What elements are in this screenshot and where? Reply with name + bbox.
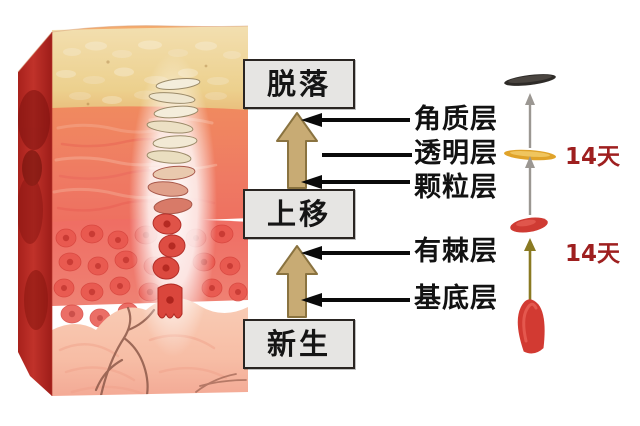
pointer-line-stratum-granulosum <box>301 175 410 189</box>
skin-cross-section-svg <box>17 25 249 396</box>
migration-arrow-lower <box>276 245 318 318</box>
duration-label-upper: 14天 <box>565 144 621 170</box>
block-side-face <box>18 32 52 396</box>
timeline-cell-basal <box>517 299 545 354</box>
blood-vessel-secondary <box>195 373 247 393</box>
layer-label-stratum-granulosum: 颗粒层 <box>414 172 498 203</box>
process-box-shedding-label: 脱落 <box>266 66 331 101</box>
duration-label-lower: 14天 <box>565 241 621 267</box>
pointer-line-stratum-corneum <box>301 113 410 127</box>
layer-label-stratum-spinosum: 有棘层 <box>414 236 498 267</box>
process-box-regeneration[interactable]: 新生 <box>243 319 355 369</box>
migration-arrow-upper <box>276 112 318 189</box>
timeline-cell-cornified <box>504 74 556 86</box>
layer-label-stratum-lucidum: 透明层 <box>414 138 498 169</box>
timeline-cell-spinous <box>510 217 548 233</box>
pointer-line-stratum-basale <box>301 293 410 307</box>
layer-label-stratum-basale: 基底层 <box>414 283 498 314</box>
skin-block-illustration <box>0 0 250 426</box>
timeline-arrow-middle-gray <box>525 156 535 215</box>
timeline-cell-granular <box>504 149 556 161</box>
timeline-arrow-upper-gray <box>525 93 535 148</box>
process-box-shedding[interactable]: 脱落 <box>243 59 355 109</box>
pointer-line-stratum-spinosum <box>301 246 410 260</box>
process-box-upward-migration[interactable]: 上移 <box>243 189 355 239</box>
migrating-cell-column <box>146 78 201 319</box>
block-front-face <box>52 26 248 396</box>
process-box-upward-migration-label: 上移 <box>266 196 331 231</box>
layer-label-stratum-corneum: 角质层 <box>414 104 498 135</box>
timeline-arrow-lower-olive <box>524 238 536 303</box>
pointer-line-stratum-lucidum <box>322 153 412 157</box>
cell-turnover-timeline <box>504 74 556 354</box>
process-box-regeneration-label: 新生 <box>266 326 331 361</box>
